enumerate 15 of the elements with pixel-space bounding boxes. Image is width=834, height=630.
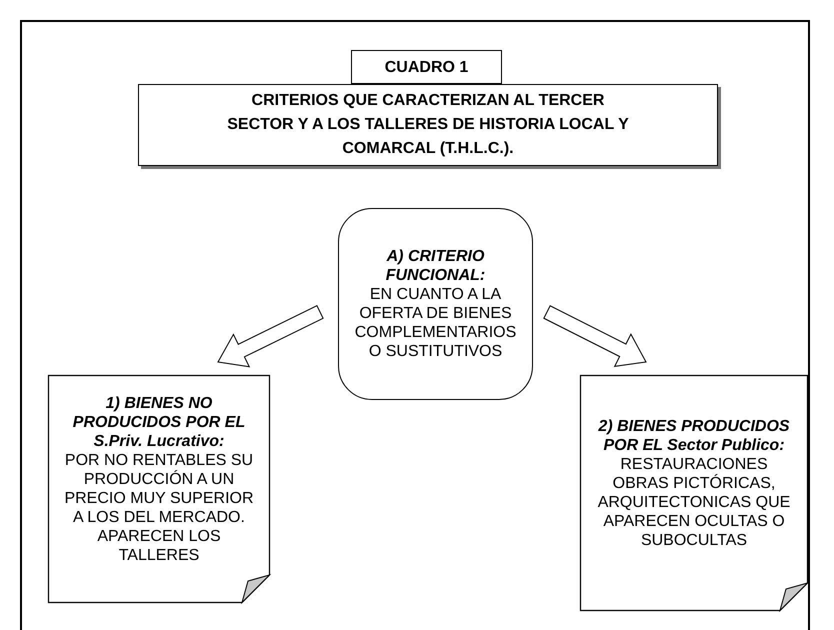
heading-text: 1) BIENES NO PRODUCIDOS POR EL S.Priv. Lucrativo: [72,394,246,450]
heading-text: A) CRITERIO FUNCIONAL: [384,247,486,285]
block-arrow [217,305,324,368]
note-card [48,375,270,603]
block-arrow [543,305,647,367]
heading-text: CRITERIOS QUE CARACTERIZAN AL TERCER SECTOR Y A LOS TALLERES DE HISTORIA LOCAL Y COMARCAL (T.H.L.C.). [226,91,630,159]
criterion-box [338,208,533,400]
heading-label [351,50,502,84]
note-card [580,375,808,611]
heading-text: CUADRO 1 [384,58,468,76]
title-box [138,84,718,166]
body-text: EN CUANTO A LA OFERTA DE BIENES COMPLEMENTARIOS O SUSTITUTIVOS [354,285,518,361]
body-text: POR NO RENTABLES SU PRODUCCIÓN A UN PRECIO MUY SUPERIOR A LOS DEL MERCADO. APARECEN LOS TALLERES [63,450,255,564]
body-text: RESTAURACIONES OBRAS PICTÓRICAS, ARQUITECTONICAS QUE APARECEN OCULTAS O SUBOCULTAS [596,454,792,550]
heading-text: 2) BIENES PRODUCIDOS POR EL Sector Publico: [597,416,791,454]
